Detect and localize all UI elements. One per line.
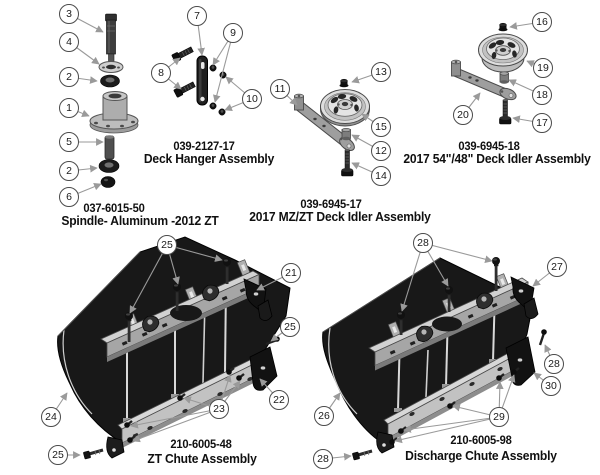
callout-4: 4 xyxy=(59,32,79,52)
idler-bolt-icon xyxy=(341,149,354,177)
zt-chute-name: ZT Chute Assembly xyxy=(147,451,257,466)
callout-10: 10 xyxy=(242,89,262,109)
idler-54-48-drawing xyxy=(451,22,528,125)
spindle-bearing-bottom-icon xyxy=(98,159,120,173)
spindle-drawing xyxy=(89,13,139,188)
discharge-chute-name: Discharge Chute Assembly xyxy=(405,448,557,463)
callout-28a: 28 xyxy=(413,233,433,253)
callout-22: 22 xyxy=(269,390,289,410)
hanger-bolt-icon xyxy=(173,81,196,98)
callout-11: 11 xyxy=(270,79,290,99)
mz-zt-idler-part-number: 039-6945-17 xyxy=(300,197,362,211)
callout-14: 14 xyxy=(371,166,391,186)
callout-17: 17 xyxy=(532,113,552,133)
deck-hanger-drawing xyxy=(171,46,227,116)
idler-arm-icon xyxy=(451,59,517,101)
chute-foot xyxy=(106,436,125,459)
callout-25b: 25 xyxy=(280,317,300,337)
chute-side-bracket-icon xyxy=(249,346,278,391)
idler-bolt-icon xyxy=(499,99,512,125)
carriage-bolt-icon xyxy=(492,257,500,291)
spindle-spacer-icon xyxy=(104,135,115,160)
hanger-bolt-icon xyxy=(171,46,194,63)
mz-zt-idler-drawing xyxy=(294,78,370,177)
callout-9: 9 xyxy=(223,23,243,43)
carriage-bolt-icon xyxy=(125,312,133,342)
idler-arm-icon xyxy=(294,93,355,152)
spindle-bearing-top-icon xyxy=(100,74,120,88)
spindle-part-number: 037-6015-50 xyxy=(83,201,145,215)
callout-5: 5 xyxy=(59,132,79,152)
deck-hanger-part-number: 039-2127-17 xyxy=(173,139,235,153)
rail-bracket-icon xyxy=(476,292,494,310)
carriage-bolt-icon xyxy=(445,286,453,312)
carriage-bolt-icon xyxy=(223,258,231,284)
idler-54-48-name: 2017 54"/48" Deck Idler Assembly xyxy=(403,151,591,166)
callout-12: 12 xyxy=(371,141,391,161)
hanger-bar-icon xyxy=(196,55,208,106)
chute-side-bracket-icon xyxy=(510,276,539,319)
callout-25c: 25 xyxy=(48,445,68,465)
idler-pulley-icon xyxy=(478,33,528,73)
carriage-bolt-icon xyxy=(397,311,405,335)
idler-spacer-icon xyxy=(499,71,509,84)
rail-bracket-icon xyxy=(142,315,160,333)
chute-foot xyxy=(376,431,395,454)
idler-nut-icon xyxy=(339,78,349,88)
idler-54-48-part-number: 039-6945-18 xyxy=(458,139,520,153)
callout-13: 13 xyxy=(371,62,391,82)
spindle-name: Spindle- Aluminum -2012 ZT xyxy=(61,213,219,228)
callout-19: 19 xyxy=(533,58,553,78)
callout-3: 3 xyxy=(59,4,79,24)
deck-hanger-name: Deck Hanger Assembly xyxy=(143,151,275,166)
idler-spacer-icon xyxy=(341,128,351,141)
callout-20: 20 xyxy=(453,105,473,125)
callout-15: 15 xyxy=(371,117,391,137)
callout-27: 27 xyxy=(547,257,567,277)
callout-8: 8 xyxy=(151,63,171,83)
spindle-housing-icon xyxy=(89,91,139,134)
discharge-chute-part-number: 210-6005-98 xyxy=(450,433,512,447)
hex-screw-icon xyxy=(83,448,104,460)
callout-1: 1 xyxy=(59,98,79,118)
idler-pulley-icon xyxy=(320,89,370,127)
callout-30: 30 xyxy=(541,376,561,396)
zt-chute-part-number: 210-6005-48 xyxy=(170,437,232,451)
callout-23: 23 xyxy=(209,399,229,419)
idler-nut-icon xyxy=(498,22,508,32)
mz-zt-idler-name: 2017 MZ/ZT Deck Idler Assembly xyxy=(249,209,431,224)
callout-25a: 25 xyxy=(157,235,177,255)
callout-18: 18 xyxy=(532,85,552,105)
spindle-cap-icon xyxy=(100,176,116,188)
callout-28c: 28 xyxy=(313,449,333,469)
callout-28b: 28 xyxy=(544,354,564,374)
callout-29: 29 xyxy=(489,407,509,427)
callout-16: 16 xyxy=(532,12,552,32)
callout-7: 7 xyxy=(187,6,207,26)
carriage-bolt-icon xyxy=(173,283,181,311)
discharge-chute-drawing xyxy=(322,257,547,461)
rail-bracket-icon xyxy=(416,325,434,343)
callout-6: 6 xyxy=(59,187,79,207)
callout-21: 21 xyxy=(281,263,301,283)
callout-26: 26 xyxy=(314,406,334,426)
callout-2b: 2 xyxy=(59,161,79,181)
callout-24: 24 xyxy=(41,407,61,427)
spindle-washer-icon xyxy=(98,61,124,73)
spindle-shaft-bolt-icon xyxy=(105,13,117,65)
callout-2a: 2 xyxy=(59,67,79,87)
rail-bracket-icon xyxy=(202,284,220,302)
hex-screw-icon xyxy=(352,449,373,461)
